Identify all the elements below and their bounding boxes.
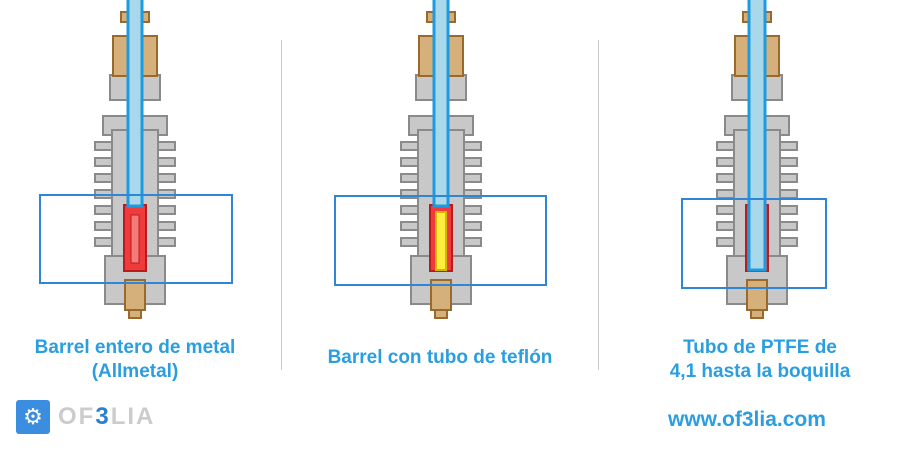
fin — [157, 237, 176, 247]
fin — [157, 173, 176, 183]
fin — [716, 205, 735, 215]
fin — [94, 141, 113, 151]
nozzle-tip — [750, 309, 764, 319]
fin — [463, 173, 482, 183]
fin — [400, 157, 419, 167]
fin — [400, 221, 419, 231]
fin — [400, 189, 419, 199]
fin — [463, 189, 482, 199]
fin — [716, 189, 735, 199]
highlight-box — [334, 195, 547, 286]
highlight-box — [39, 194, 233, 284]
fin — [94, 221, 113, 231]
ptfe-tube-to-nozzle — [747, 0, 767, 272]
teflon-liner — [435, 211, 447, 271]
fin — [463, 157, 482, 167]
filament-path — [130, 214, 140, 264]
caption-line: 4,1 hasta la boquilla — [669, 361, 851, 382]
fin — [400, 237, 419, 247]
fin — [716, 141, 735, 151]
highlight-box — [681, 198, 827, 289]
fin — [157, 221, 176, 231]
caption-line: Tubo de PTFE de — [683, 337, 837, 358]
fin — [779, 189, 798, 199]
fin — [94, 173, 113, 183]
fin — [779, 205, 798, 215]
logo-text: OF3LIA — [58, 403, 156, 430]
fin — [463, 221, 482, 231]
fin — [157, 205, 176, 215]
caption-ptfe: Tubo de PTFE de 4,1 hasta la boquilla — [630, 336, 890, 384]
ptfe-tube — [432, 0, 450, 208]
fin — [779, 221, 798, 231]
fin — [463, 141, 482, 151]
gear-icon: ⚙ — [16, 400, 50, 434]
fin — [157, 157, 176, 167]
caption-allmetal: Barrel entero de metal (Allmetal) — [10, 336, 260, 384]
fin — [94, 205, 113, 215]
fin — [716, 173, 735, 183]
website-url[interactable]: www.of3lia.com — [668, 408, 826, 431]
caption-line: Barrel entero de metal — [34, 337, 236, 358]
fin — [779, 237, 798, 247]
caption-teflon: Barrel con tubo de teflón — [300, 346, 580, 370]
nozzle-tip — [434, 309, 448, 319]
brand-logo: ⚙ OF3LIA — [16, 400, 155, 434]
nozzle — [746, 279, 768, 311]
fin — [400, 141, 419, 151]
fin — [463, 205, 482, 215]
nozzle — [124, 279, 146, 311]
fin — [779, 173, 798, 183]
fin — [716, 157, 735, 167]
fin — [94, 237, 113, 247]
ptfe-tube — [126, 0, 144, 208]
fin — [463, 237, 482, 247]
fin — [779, 157, 798, 167]
fin — [716, 237, 735, 247]
fin — [400, 173, 419, 183]
fin — [400, 205, 419, 215]
caption-line: (Allmetal) — [91, 361, 179, 382]
divider — [598, 40, 599, 370]
fin — [716, 221, 735, 231]
divider — [281, 40, 282, 370]
fin — [157, 141, 176, 151]
caption-line: Barrel con tubo de teflón — [327, 347, 553, 368]
fin — [94, 157, 113, 167]
fin — [779, 141, 798, 151]
nozzle-tip — [128, 309, 142, 319]
